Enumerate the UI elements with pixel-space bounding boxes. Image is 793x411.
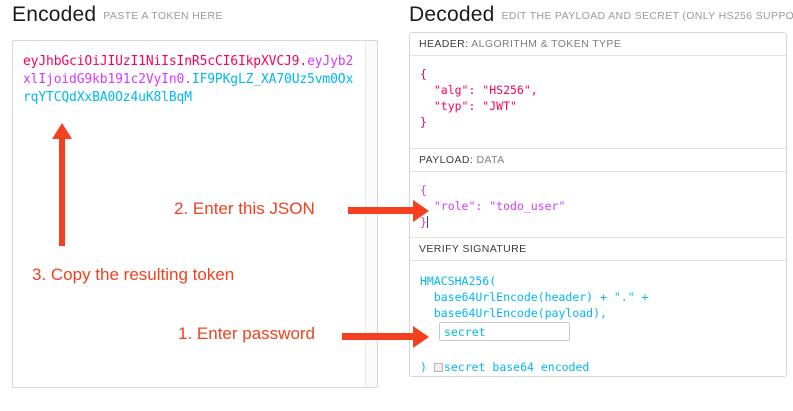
token-separator-2: . — [184, 72, 192, 88]
encoded-token-textarea[interactable]: eyJhbGciOiJIUzI1NiIsInR5cCI6IkpXVCJ9.eyJ… — [12, 40, 378, 388]
annotation-arrow-1 — [342, 325, 429, 348]
decoded-subtitle: EDIT THE PAYLOAD AND SECRET (ONLY HS256 … — [501, 10, 793, 22]
token-separator-1: . — [299, 54, 308, 69]
decoded-column-heading: Decoded EDIT THE PAYLOAD AND SECRET (ONLY… — [409, 3, 793, 27]
annotation-step-3: 3. Copy the resulting token — [32, 265, 235, 284]
hmac-line-2: base64UrlEncode(header) + "." + — [420, 290, 649, 304]
header-section-label-rest: ALGORITHM & TOKEN TYPE — [471, 38, 622, 50]
token-signature-segment: IF9PKgLZ_XA70Uz5vm0OxrqYTCQdXxBA0Oz4uK8l… — [23, 72, 354, 106]
encoded-token-text[interactable]: eyJhbGciOiJIUzI1NiIsInR5cCI6IkpXVCJ9.eyJ… — [23, 53, 355, 108]
secret-base64-label: secret base64 encoded — [443, 360, 590, 374]
annotation-arrow-2 — [348, 199, 429, 222]
text-caret — [426, 216, 428, 228]
hmac-line-1: HMACSHA256( — [420, 274, 497, 288]
encoded-subtitle: PASTE A TOKEN HERE — [103, 10, 223, 22]
signature-section-label-key: VERIFY SIGNATURE — [419, 243, 527, 255]
decoded-title: Decoded — [409, 3, 495, 26]
base64-encoded-row[interactable]: ) secret base64 encoded — [420, 359, 786, 375]
payload-section-label-key: PAYLOAD: — [419, 154, 474, 166]
header-section-label-key: HEADER: — [419, 38, 469, 50]
signature-section-label: VERIFY SIGNATURE — [410, 238, 786, 261]
payload-section-label-rest: DATA — [476, 154, 505, 166]
secret-input[interactable] — [439, 322, 570, 341]
token-header-segment: eyJhbGciOiJIUzI1NiIsInR5cCI6IkpXVCJ9 — [23, 54, 300, 69]
hmac-line-3: base64UrlEncode(payload), — [420, 306, 607, 320]
signature-editor: HMACSHA256( base64UrlEncode(header) + ".… — [410, 261, 786, 376]
decoded-panel: HEADER: ALGORITHM & TOKEN TYPE { "alg": … — [409, 32, 787, 377]
header-json-editor[interactable]: { "alg": "HS256", "typ": "JWT" } — [410, 56, 786, 149]
encoded-scrollbar[interactable] — [365, 41, 377, 387]
token-payload-segment: eyJyb2xlIjoidG9kb191c2VyIn0 — [23, 54, 354, 88]
encoded-title: Encoded — [12, 3, 97, 26]
payload-json-editor[interactable]: { "role": "todo_user" } — [410, 172, 786, 238]
payload-section-label: PAYLOAD: DATA — [410, 149, 786, 172]
header-section-label: HEADER: ALGORITHM & TOKEN TYPE — [410, 33, 786, 56]
closing-paren: ) — [420, 360, 427, 374]
secret-base64-checkbox[interactable] — [433, 363, 443, 372]
payload-json-text: { "role": "todo_user" } — [420, 183, 566, 229]
annotation-step-1: 1. Enter password — [178, 324, 316, 343]
annotation-arrow-3 — [51, 123, 72, 246]
annotation-step-2: 2. Enter this JSON — [174, 199, 315, 218]
encoded-column-heading: Encoded PASTE A TOKEN HERE — [12, 3, 223, 27]
